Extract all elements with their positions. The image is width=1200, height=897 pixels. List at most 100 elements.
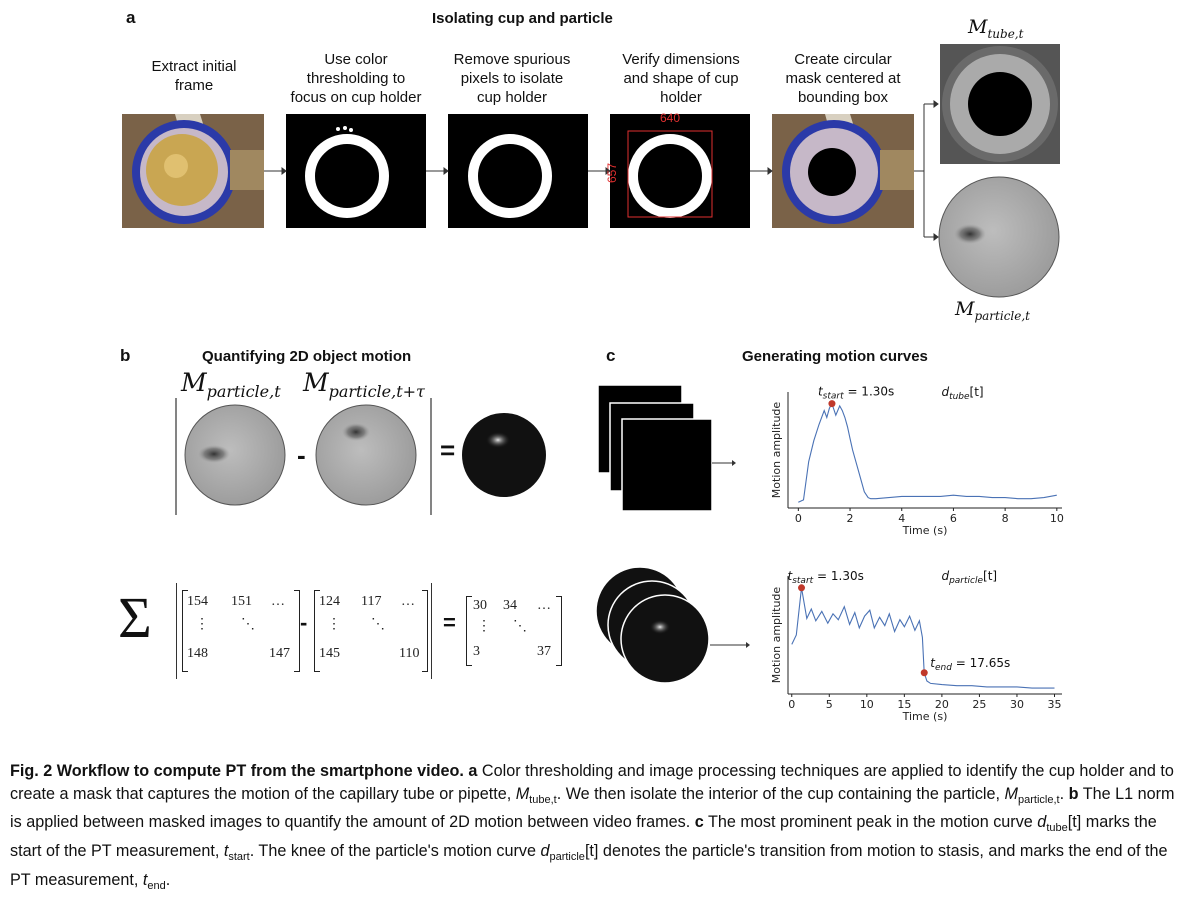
step-label-extract: Extract initial frame (151, 58, 237, 94)
particle-frame-t (184, 404, 286, 506)
x-tick-label: 30 (1010, 698, 1024, 711)
annotation-t-start-tail: = 1.30s (813, 569, 864, 583)
figure-caption: Fig. 2 Workflow to compute PT from the s… (10, 762, 1175, 892)
legend-sub: particle (948, 576, 983, 586)
legend-sym: d (941, 385, 949, 399)
annotation-t-end-tail: = 17.65s (952, 656, 1010, 670)
matrix-1-vdots: ⋮ (195, 617, 209, 632)
caption-c-letter: c (694, 813, 704, 832)
matrix-2-br: 110 (399, 646, 420, 661)
marker-t-start (798, 584, 806, 592)
x-tick-label: 6 (950, 512, 957, 525)
annotation-t-start-sym: t (788, 569, 794, 583)
legend-sub: tube (949, 392, 970, 402)
matrix-2-bl: 145 (319, 646, 340, 661)
matrix-1-dots: … (271, 594, 285, 609)
matrix-3-tl: 30 (473, 598, 487, 613)
annotation-t-start: tstart = 1.30s (818, 385, 894, 402)
x-tick-label: 2 (847, 512, 854, 525)
minus-sign-matrix: - (300, 610, 308, 635)
image-cleaned (448, 114, 588, 228)
flow-arrows (264, 100, 939, 241)
equals-sign-images: = (440, 435, 456, 465)
x-tick-label: 15 (897, 698, 911, 711)
label-m-particle-t: Mparticle,t (181, 368, 281, 401)
diff-stack (595, 566, 750, 684)
matrix-3-bl: 3 (473, 644, 480, 659)
matrix-3-br: 37 (537, 644, 551, 659)
matrix-2-tm: 117 (361, 594, 382, 609)
matrix-1-bl: 148 (187, 646, 208, 661)
matrix-2-vdots: ⋮ (327, 617, 341, 632)
x-tick-label: 20 (935, 698, 949, 711)
abs-bar-left-matrix (176, 583, 177, 679)
abs-bar-right-matrix (431, 583, 432, 679)
legend-label: dtube[t] (941, 385, 983, 402)
bbox-width-label: 640 (660, 111, 681, 125)
matrix-2-tl: 124 (319, 594, 340, 609)
panel-c-title: Generating motion curves (742, 348, 928, 365)
x-tick-label: 0 (795, 512, 802, 525)
marker-t-end (920, 669, 928, 677)
matrix-1-tl: 154 (187, 594, 208, 609)
image-particle-mask (938, 176, 1060, 298)
matrix-3: 30 34 … ⋮ ⋱ 3 37 (466, 596, 562, 666)
matrix-3-ddots: ⋱ (513, 619, 527, 634)
matrix-2: 124 117 … ⋮ ⋱ 145 110 (314, 590, 428, 672)
caption-a-letter: a (468, 762, 478, 780)
panel-c-thumbnails (595, 384, 750, 684)
panel-c-letter: c (606, 346, 616, 365)
frame-stack (597, 384, 736, 512)
minus-sign-images: - (297, 440, 306, 470)
x-tick-label: 10 (860, 698, 874, 711)
caption-b-letter: b (1068, 784, 1079, 803)
y-axis-label: Motion amplitude (770, 587, 783, 684)
photo-initial-frame (122, 114, 264, 228)
panel-b-title: Quantifying 2D object motion (202, 348, 412, 365)
matrix-2-ddots: ⋱ (371, 617, 385, 632)
matrix-1-tm: 151 (231, 594, 252, 609)
image-threshold (286, 114, 426, 228)
image-tube-mask (940, 44, 1060, 164)
legend-label: dparticle[t] (941, 569, 997, 586)
step-label-threshold: Use color thresholding to focus on cup h… (290, 51, 422, 106)
x-tick-label: 0 (788, 698, 795, 711)
matrix-2-dots: … (401, 594, 415, 609)
x-tick-label: 8 (1002, 512, 1009, 525)
step-label-remove: Remove spurious pixels to isolate cup ho… (453, 51, 571, 106)
image-bbox (610, 114, 750, 228)
x-tick-label: 4 (898, 512, 905, 525)
caption-lead: Fig. 2 Workflow to compute PT from the s… (10, 762, 464, 780)
particle-frame-t-tau (315, 404, 417, 506)
x-tick-label: 5 (826, 698, 833, 711)
step-label-verify: Verify dimensions and shape of cup holde… (622, 51, 740, 106)
bbox-height-label: 657 (605, 162, 620, 184)
x-tick-label: 25 (972, 698, 986, 711)
equals-sign-matrix: = (443, 610, 456, 635)
label-m-particle-t-tau: Mparticle,t+τ (303, 368, 425, 401)
x-tick-label: 10 (1050, 512, 1064, 525)
annotation-t-start-sub: start (792, 576, 813, 586)
legend-tail: [t] (970, 385, 984, 399)
annotation-t-start-sub: start (823, 392, 844, 402)
series-line-particle (791, 587, 1055, 689)
panel-a-title: Isolating cup and particle (432, 10, 613, 27)
panel-b-images (175, 398, 546, 515)
marker-t-start (828, 400, 836, 408)
photo-masked (772, 114, 914, 228)
matrix-1-br: 147 (269, 646, 290, 661)
matrix-3-dots: … (537, 598, 551, 613)
difference-image (462, 413, 546, 497)
panel-b-letter: b (120, 346, 131, 365)
annotation-t-start: tstart = 1.30s (788, 569, 864, 586)
matrix-3-vdots: ⋮ (477, 619, 491, 634)
legend-sym: d (941, 569, 949, 583)
x-axis-label: Time (s) (902, 524, 948, 537)
annotation-t-end: tend = 17.65s (930, 656, 1010, 673)
annotation-t-start-sym: t (818, 385, 824, 399)
panel-a-letter: a (126, 8, 136, 27)
x-axis-label: Time (s) (902, 710, 948, 723)
label-m-particle: Mparticle,t (955, 298, 1030, 323)
matrix-1: 154 151 … ⋮ ⋱ 148 147 (182, 590, 300, 672)
